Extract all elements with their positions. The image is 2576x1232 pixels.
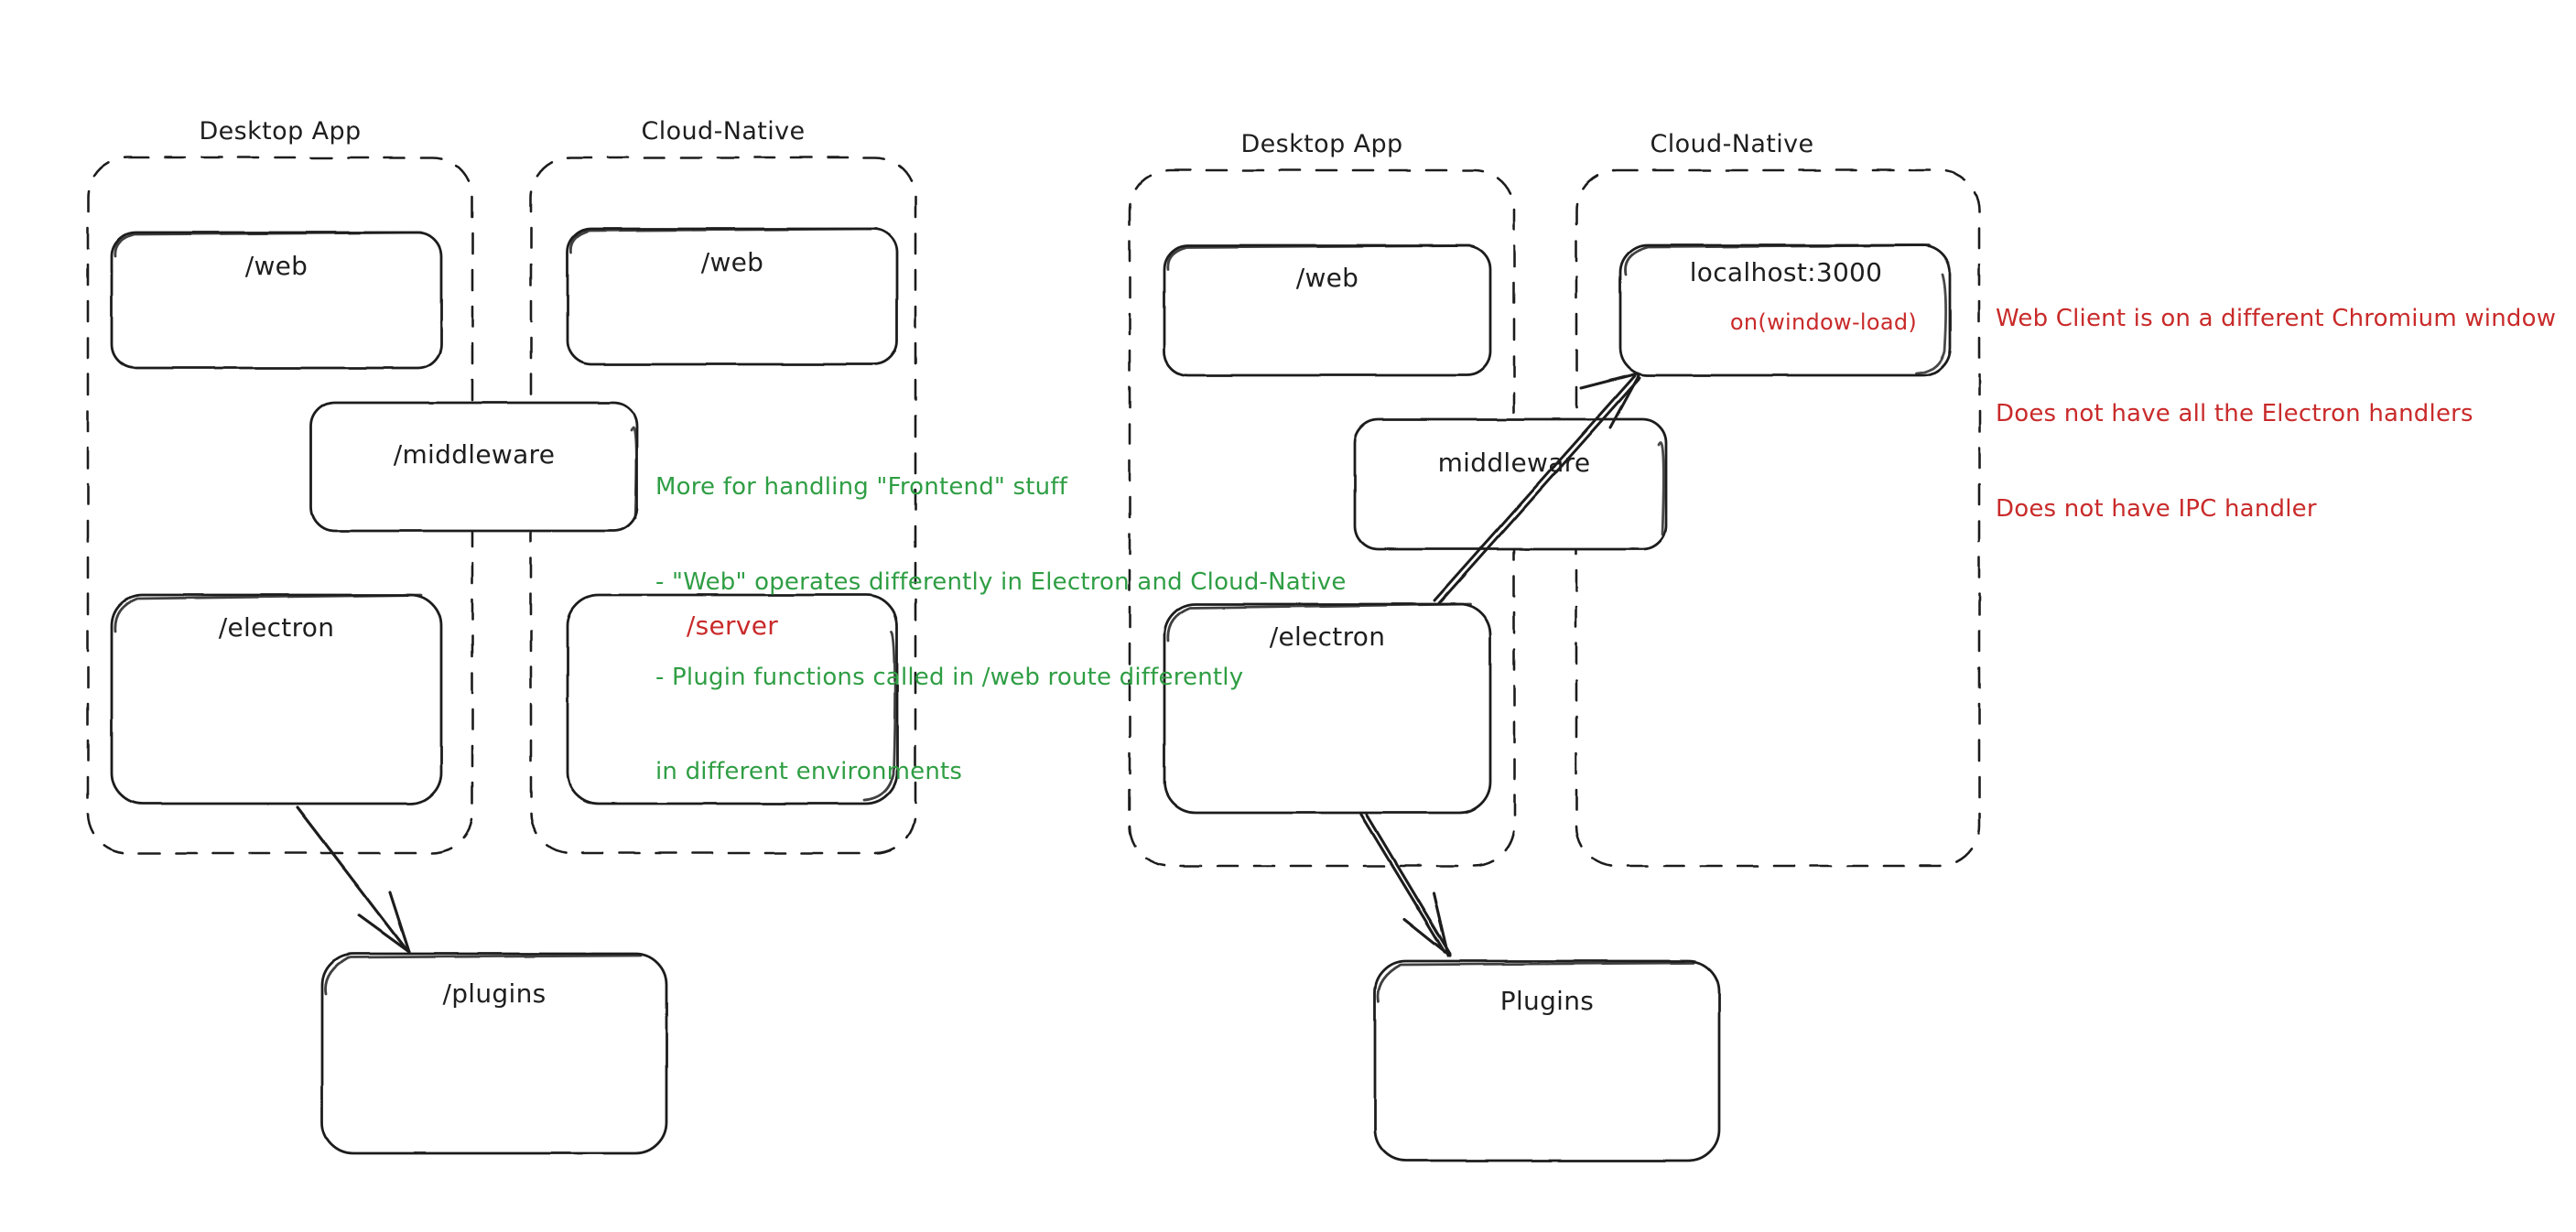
node-left-electron[interactable] (110, 593, 443, 805)
node-label-left-electron: /electron (218, 612, 335, 643)
node-label-left-desktop-web: /web (244, 251, 308, 281)
node-label-left-cloud-web: /web (700, 247, 764, 277)
node-left-plugins[interactable] (320, 952, 668, 1155)
edge-right-electron-to-localhost (1433, 372, 1641, 605)
node-label-left-plugins: /plugins (442, 978, 547, 1009)
annotation-green-line-3: - Plugin functions called in /web route … (655, 663, 1244, 691)
node-sublabel-right-localhost: on(window-load) (1729, 309, 1918, 335)
annotation-red-line-3: Does not have IPC handler (1996, 494, 2317, 523)
annotation-green-line-2: - "Web" operates differently in Electron… (655, 567, 1347, 596)
node-label-right-plugins: Plugins (1499, 986, 1595, 1016)
node-label-left-middleware: /middleware (393, 439, 556, 470)
group-title-right-cloud-native: Cloud-Native (1650, 130, 1814, 158)
node-label-left-server: /server (686, 611, 779, 641)
node-label-right-localhost: localhost:3000 (1689, 257, 1883, 287)
annotation-green-line-4: in different environments (655, 758, 963, 786)
node-label-right-middleware: middleware (1437, 448, 1591, 478)
node-label-right-desktop-web: /web (1295, 263, 1359, 293)
node-label-right-electron: /electron (1269, 621, 1386, 652)
edge-right-electron-to-plugins (1359, 813, 1452, 957)
node-right-plugins[interactable] (1373, 959, 1721, 1162)
annotation-red-note: Web Client is on a different Chromium wi… (1996, 240, 2556, 588)
annotation-green-note: More for handling "Frontend" stuff - "We… (655, 408, 1347, 851)
annotation-red-line-2: Does not have all the Electron handlers (1996, 399, 2473, 427)
annotation-red-line-1: Web Client is on a different Chromium wi… (1996, 305, 2557, 333)
node-right-electron[interactable] (1163, 602, 1492, 815)
node-right-middleware[interactable] (1353, 417, 1668, 551)
node-left-server[interactable] (566, 593, 899, 805)
group-title-left-cloud-native: Cloud-Native (641, 117, 806, 146)
annotation-green-line-1: More for handling "Frontend" stuff (655, 473, 1068, 502)
group-title-left-desktop-app: Desktop App (199, 117, 362, 146)
edge-left-electron-to-plugins (296, 805, 411, 954)
group-title-right-desktop-app: Desktop App (1240, 130, 1403, 158)
